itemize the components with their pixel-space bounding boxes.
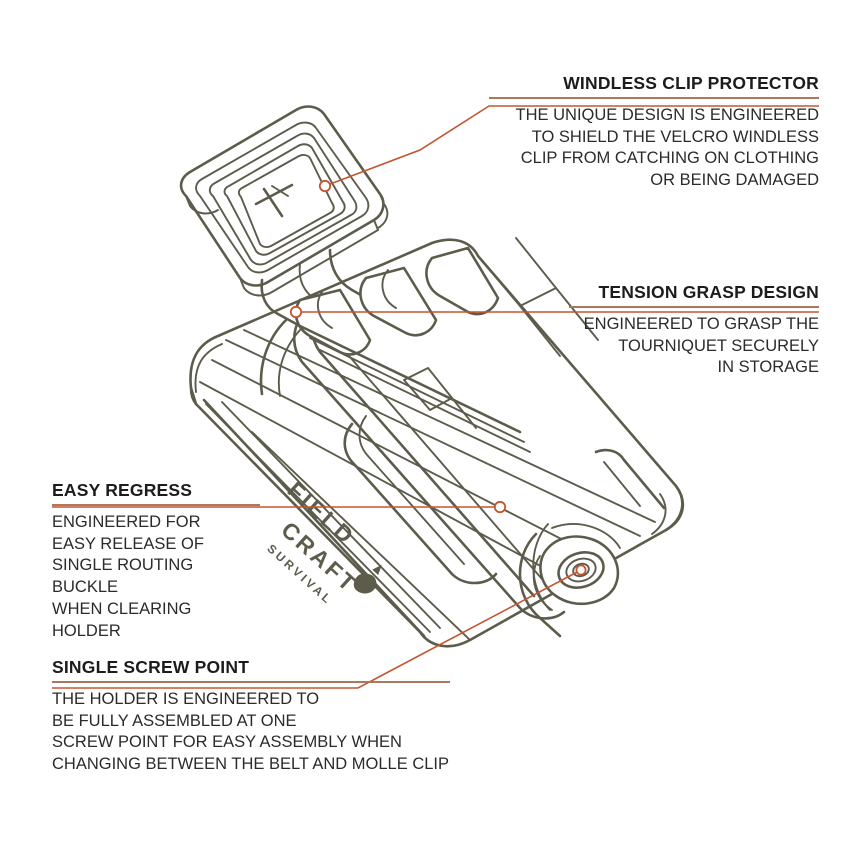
leader-lines — [52, 105, 819, 689]
callout-rule — [569, 305, 819, 308]
callout-single-screw-point: SINGLE SCREW POINT THE HOLDER IS ENGINEE… — [52, 657, 450, 776]
windless-clip-protector — [179, 105, 389, 297]
callout-body: ENGINEERED FOR EASY RELEASE OF SINGLE RO… — [52, 512, 204, 641]
callout-body: THE HOLDER IS ENGINEERED TO BE FULLY ASS… — [52, 689, 450, 774]
leader-endpoint-screw — [575, 564, 587, 576]
leader-endpoint-windless — [318, 179, 332, 193]
leader-endpoint-tension — [289, 305, 303, 319]
callout-tension-grasp-design: TENSION GRASP DESIGN ENGINEERED TO GRASP… — [569, 282, 819, 379]
callout-rule — [52, 503, 260, 506]
callout-easy-regress: EASY REGRESS ENGINEERED FOR EASY RELEASE… — [52, 480, 260, 643]
leader-windless-clip-protector — [324, 105, 819, 187]
callout-heading: WINDLESS CLIP PROTECTOR — [563, 73, 819, 93]
clip-neck-hinge — [259, 246, 531, 453]
callout-rule — [489, 96, 819, 99]
callout-body: ENGINEERED TO GRASP THE TOURNIQUET SECUR… — [583, 314, 819, 377]
callout-heading: SINGLE SCREW POINT — [52, 657, 250, 677]
callout-heading: EASY REGRESS — [52, 480, 193, 500]
leader-endpoint-regress — [493, 500, 507, 514]
callout-windless-clip-protector: WINDLESS CLIP PROTECTOR THE UNIQUE DESIG… — [489, 73, 819, 192]
leader-single-screw-point — [52, 569, 582, 689]
callout-rule — [52, 680, 450, 683]
callout-heading: TENSION GRASP DESIGN — [598, 282, 819, 302]
callout-body: THE UNIQUE DESIGN IS ENGINEERED TO SHIEL… — [515, 105, 819, 190]
